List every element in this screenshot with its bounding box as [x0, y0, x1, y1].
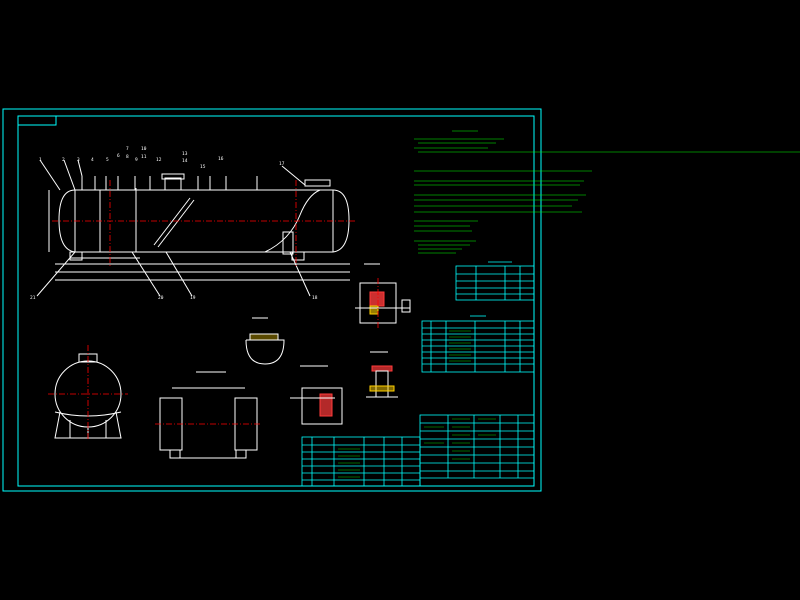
balloon-7: 7: [126, 146, 129, 152]
leader-3: [77, 159, 83, 177]
drawing-frame: [2, 108, 542, 492]
balloon-18: 18: [312, 295, 318, 301]
balloon-2: 2: [62, 157, 65, 163]
vessel-elevation-view: [36, 159, 350, 297]
balloon-8: 8: [126, 154, 129, 160]
leader-21: [36, 251, 76, 297]
weld-detail-upper: [355, 263, 411, 324]
leader-20: [131, 251, 161, 297]
nozzle-table-frame: [421, 320, 535, 373]
detail-arc-shell: [245, 339, 285, 365]
left-saddle: [69, 251, 83, 261]
vessel-centerlines: [52, 180, 356, 268]
weld-detail-upper-hatch-1: [369, 291, 385, 307]
saddle-plan-bottom-tab-right: [235, 449, 247, 459]
balloon-3: 3: [77, 157, 80, 163]
weld-detail-lower-frame: [301, 387, 343, 425]
title-block-frame: [419, 414, 535, 487]
leader-19: [165, 251, 193, 297]
leader-2: [63, 159, 76, 191]
leader-18: [289, 251, 311, 297]
internal-pipe-right: [157, 199, 195, 248]
right-saddle: [291, 251, 305, 261]
balloon-5: 5: [106, 157, 109, 163]
balloon-11: 11: [141, 154, 147, 160]
sump-nozzle: [282, 231, 294, 255]
balloon-17: 17: [279, 161, 285, 167]
nozzle-detail-flange-bottom: [369, 385, 395, 392]
technical-notes: [414, 130, 800, 254]
design-table-frame: [455, 265, 535, 301]
manhole-neck: [164, 177, 182, 191]
title-block: [419, 414, 535, 487]
end-view-centerlines: [48, 345, 128, 440]
balloon-callouts: 1 2 3 4 5 6 7 8 9 10 11 12 13 14 15 16 1…: [30, 146, 318, 301]
nozzle-schedule-table: [421, 315, 535, 373]
outer-border: [2, 108, 542, 492]
weld-detail-upper-flange: [401, 299, 411, 313]
balloon-10: 10: [141, 146, 147, 152]
weld-detail-lower-hatch: [319, 393, 333, 417]
parts-list-middle: [301, 436, 421, 487]
nozzle-detail-body: [375, 370, 389, 398]
weld-detail-lower: [290, 365, 343, 425]
inner-border: [17, 115, 535, 487]
detail-arc-pad: [249, 333, 279, 341]
balloon-6: 6: [117, 153, 120, 159]
balloon-15: 15: [200, 164, 206, 170]
nozzle-detail-flange-top: [371, 365, 393, 372]
weld-detail-upper-hatch-2: [369, 305, 379, 315]
leader-1: [39, 159, 61, 191]
internal-pipe-left: [153, 197, 191, 246]
saddle-plan-detail: [159, 371, 258, 459]
manhole-cover: [161, 173, 185, 180]
saddle-plan-bottom-tab-left: [169, 449, 181, 459]
upper-right-dimension-box: [304, 179, 331, 187]
design-data-table: [455, 261, 535, 301]
balloon-4: 4: [91, 157, 94, 163]
nozzle-detail: [366, 351, 398, 398]
balloon-21: 21: [30, 295, 36, 301]
balloon-14: 14: [182, 158, 188, 164]
balloon-13: 13: [182, 151, 188, 157]
corner-title-box: [17, 115, 57, 126]
balloon-1: 1: [39, 157, 42, 163]
leader-17: [281, 165, 306, 186]
section-detail-arc: [245, 317, 285, 365]
balloon-19: 19: [190, 295, 196, 301]
balloon-20: 20: [158, 295, 164, 301]
balloon-12: 12: [156, 157, 162, 163]
balloon-16: 16: [218, 156, 224, 162]
right-internal-curve: [264, 189, 321, 253]
balloon-9: 9: [135, 157, 138, 163]
table-text-marks: [338, 330, 496, 478]
